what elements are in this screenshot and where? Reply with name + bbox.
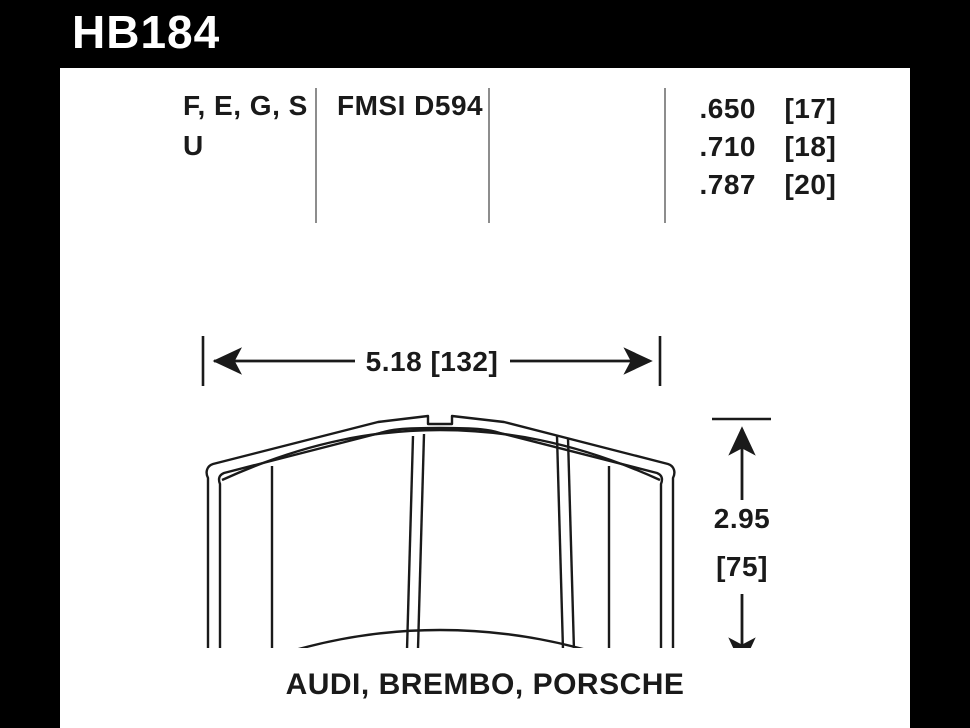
drawing-sheet: F, E, G, S U FMSI D594 .650 [17] .710 [1… bbox=[60, 68, 910, 728]
column-divider-2 bbox=[488, 88, 490, 223]
backing-plate-contour bbox=[205, 414, 676, 648]
vehicle-applications: AUDI, BREMBO, PORSCHE bbox=[285, 668, 685, 701]
column-divider-3 bbox=[664, 88, 666, 223]
page-title: HB184 bbox=[72, 6, 221, 58]
thickness-row: .710 [18] bbox=[678, 128, 898, 166]
thickness-inches: .787 bbox=[699, 169, 756, 200]
fmsi-number: FMSI D594 bbox=[337, 90, 484, 121]
thickness-mm: [20] bbox=[784, 169, 837, 200]
footer: AUDI, BREMBO, PORSCHE bbox=[60, 668, 910, 702]
height-dimension-label-mm: [75] bbox=[716, 551, 768, 582]
height-dimension-label-inches: 2.95 bbox=[714, 503, 771, 534]
column-divider-1 bbox=[315, 88, 317, 223]
compound-codes-line-1: F, E, G, S bbox=[183, 90, 308, 121]
thickness-list: .650 [17] .710 [18] .787 [20] bbox=[678, 90, 898, 204]
spec-row: F, E, G, S U FMSI D594 .650 [17] .710 [1… bbox=[60, 68, 910, 228]
friction-material-contour bbox=[217, 426, 664, 648]
brake-pad-outline bbox=[205, 414, 676, 648]
thickness-inches: .650 bbox=[699, 93, 756, 124]
thickness-mm: [18] bbox=[784, 131, 837, 162]
compound-codes-line-2: U bbox=[183, 130, 204, 161]
pad-slot-left-inner-a bbox=[405, 435, 415, 648]
thickness-inches: .710 bbox=[699, 131, 756, 162]
width-dimension-label: 5.18 [132] bbox=[366, 346, 499, 377]
thickness-row: .787 [20] bbox=[678, 166, 898, 204]
pad-slot-right-inner-b bbox=[566, 437, 576, 648]
header-band: HB184 bbox=[0, 0, 970, 68]
thickness-mm: [17] bbox=[784, 93, 837, 124]
friction-lower-arc bbox=[298, 628, 584, 648]
width-dimension: 5.18 [132] bbox=[201, 336, 662, 386]
technical-drawing: 5.18 [132] bbox=[60, 218, 910, 648]
pad-slot-left-inner-b bbox=[416, 433, 426, 648]
friction-upper-arc bbox=[221, 428, 661, 482]
thickness-row: .650 [17] bbox=[678, 90, 898, 128]
height-dimension: 2.95 [75] bbox=[712, 417, 771, 648]
pad-slot-right-inner-a bbox=[555, 435, 565, 648]
